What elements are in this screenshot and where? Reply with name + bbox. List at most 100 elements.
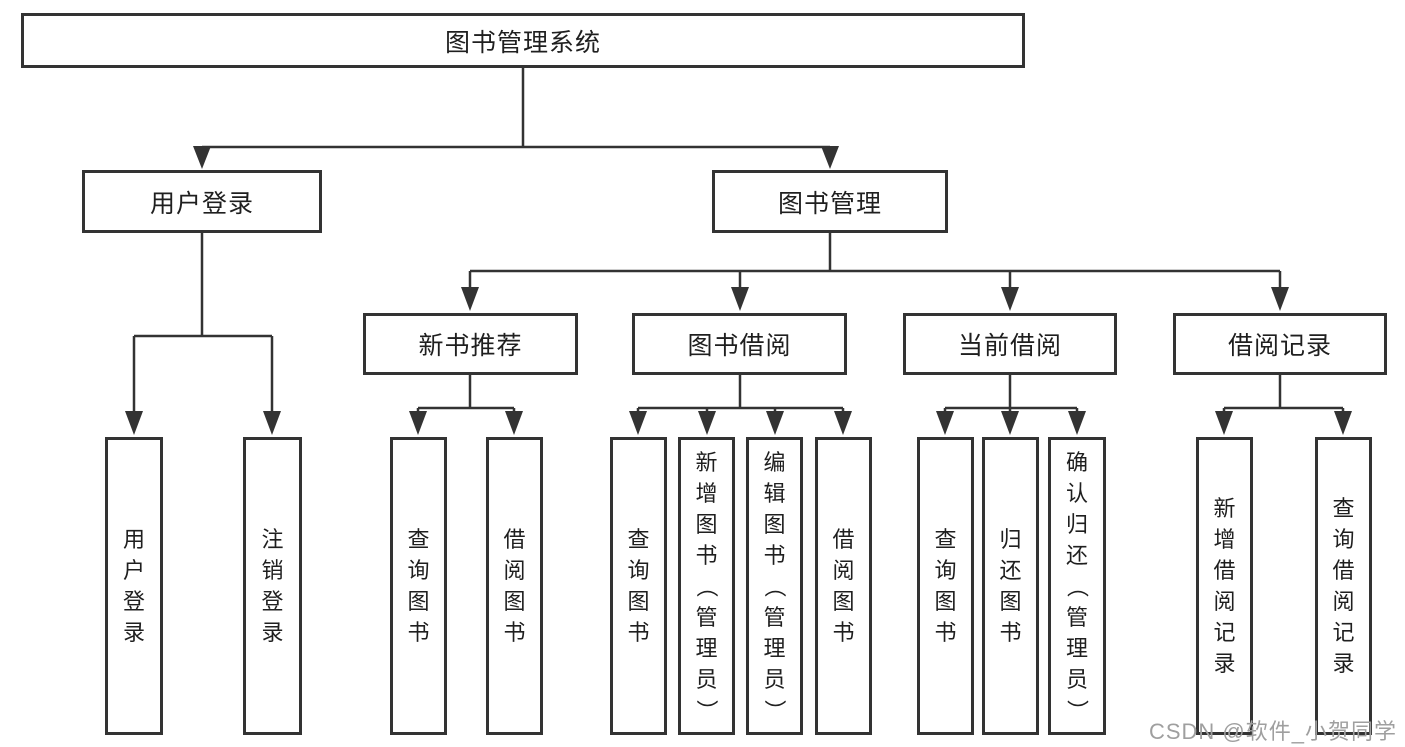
leaf-label-char: 书 (407, 620, 430, 645)
leaf-label-char: 阅 (1213, 589, 1236, 614)
leaf-label-char: 借 (1213, 558, 1236, 583)
leaf-confirm-return-admin: 确认归还（管理员） (1048, 437, 1106, 735)
arrowhead-icon (505, 411, 523, 435)
leaf-recommend-query-books: 查询图书 (390, 437, 447, 735)
leaf-label-char: 销 (261, 558, 284, 583)
node-book-management: 图书管理 (712, 170, 948, 233)
leaf-edit-book-admin: 编辑图书（管理员） (746, 437, 803, 735)
leaf-label-char: 员 (695, 666, 718, 692)
leaf-label-char: 辑 (763, 480, 786, 506)
arrowhead-icon (834, 411, 852, 435)
leaf-label-char: 管 (695, 604, 718, 630)
leaf-label-char: 新 (695, 449, 718, 475)
leaf-label-char: 查 (934, 527, 957, 552)
arrowhead-icon (1334, 411, 1352, 435)
leaf-label-char: （ (1064, 574, 1090, 597)
leaf-label-char: 注 (261, 527, 284, 552)
connector-current-branch (943, 375, 1079, 411)
leaf-label-char: 图 (627, 589, 650, 614)
leaf-logout: 注销登录 (243, 437, 302, 735)
leaf-label-char: ） (1064, 698, 1090, 721)
arrowhead-icon (1271, 287, 1289, 311)
leaf-label-char: 图 (503, 589, 526, 614)
leaf-label-char: 图 (999, 589, 1022, 614)
leaf-label-char: 理 (763, 635, 786, 661)
leaf-label-char: 借 (832, 527, 855, 552)
leaf-label-char: 询 (1332, 527, 1355, 552)
connector-root-to-level2 (202, 68, 830, 149)
leaf-add-borrow-record: 新增借阅记录 (1196, 437, 1253, 735)
leaf-label-char: 询 (934, 558, 957, 583)
leaf-label-char: ） (762, 698, 787, 721)
leaf-label-char: 录 (261, 620, 284, 645)
leaf-label-char: 登 (122, 589, 145, 614)
connector-records-branch (1222, 375, 1345, 411)
leaf-label-char: 还 (1065, 542, 1088, 568)
arrowhead-icon (461, 287, 479, 311)
arrowhead-icon (629, 411, 647, 435)
leaf-label-char: 录 (122, 620, 145, 645)
leaf-label-char: 归 (999, 527, 1022, 552)
leaf-label-char: 录 (1213, 651, 1236, 676)
leaf-label-char: 还 (999, 558, 1022, 583)
leaf-label-char: 户 (122, 558, 145, 583)
leaf-label-char: 员 (1065, 666, 1088, 692)
connector-bookmgmt-branch (468, 233, 1282, 287)
leaf-label-char: 登 (261, 589, 284, 614)
leaf-label-char: 阅 (503, 558, 526, 583)
leaf-return-book: 归还图书 (982, 437, 1039, 735)
leaf-label-char: ） (694, 698, 719, 721)
leaf-label-char: 记 (1213, 620, 1236, 645)
leaf-label-char: 图 (695, 511, 718, 537)
leaf-label-char: 录 (1332, 651, 1355, 676)
leaf-label-char: 记 (1332, 620, 1355, 645)
leaf-label-char: 询 (627, 558, 650, 583)
node-library-management-system: 图书管理系统 (21, 13, 1025, 68)
leaf-query-borrow-record: 查询借阅记录 (1315, 437, 1372, 735)
leaf-label-char: 查 (1332, 496, 1355, 521)
leaf-label-char: 阅 (832, 558, 855, 583)
leaf-label-char: 阅 (1332, 589, 1355, 614)
leaf-label-char: 新 (1213, 496, 1236, 521)
leaf-label-char: 理 (695, 635, 718, 661)
connector-recommend-branch (416, 375, 516, 411)
leaf-label-char: 归 (1065, 511, 1088, 537)
arrowhead-icon (731, 287, 749, 311)
arrowhead-icon (821, 146, 839, 169)
leaf-label-char: 询 (407, 558, 430, 583)
leaf-label-char: 查 (407, 527, 430, 552)
watermark: CSDN @软件_小贺同学 (1148, 719, 1397, 744)
leaf-label-char: 书 (934, 620, 957, 645)
leaf-label-char: 查 (627, 527, 650, 552)
leaf-label-char: 书 (999, 620, 1022, 645)
leaf-label-char: 管 (1065, 604, 1088, 630)
leaf-borrow-books: 借阅图书 (815, 437, 872, 735)
leaf-label-char: 增 (1213, 527, 1236, 552)
leaf-label-char: 用 (122, 527, 145, 552)
node-book-borrow: 图书借阅 (632, 313, 847, 375)
leaf-label-char: 员 (763, 666, 786, 692)
leaf-label-char: 编 (763, 449, 786, 475)
arrowheads (125, 146, 1352, 435)
leaf-user-login: 用户登录 (105, 437, 163, 735)
leaf-label-char: 图 (407, 589, 430, 614)
node-user-login: 用户登录 (82, 170, 322, 233)
node-current-borrow: 当前借阅 (903, 313, 1117, 375)
arrowhead-icon (698, 411, 716, 435)
connector-userlogin-branch (132, 233, 274, 411)
arrowhead-icon (263, 411, 281, 435)
arrowhead-icon (936, 411, 954, 435)
leaf-label-char: （ (762, 574, 787, 597)
leaf-label-char: 书 (627, 620, 650, 645)
connector-borrow-branch (636, 375, 845, 411)
leaf-add-book-admin: 新增图书（管理员） (678, 437, 735, 735)
connector-lines (132, 68, 1345, 411)
leaf-label-char: 书 (695, 542, 718, 568)
leaf-label-char: 借 (1332, 558, 1355, 583)
arrowhead-icon (1215, 411, 1233, 435)
arrowhead-icon (409, 411, 427, 435)
leaf-label-char: 图 (832, 589, 855, 614)
leaf-current-query-books: 查询图书 (917, 437, 974, 735)
leaf-label-char: 借 (503, 527, 526, 552)
leaf-label-char: 确 (1065, 449, 1088, 475)
